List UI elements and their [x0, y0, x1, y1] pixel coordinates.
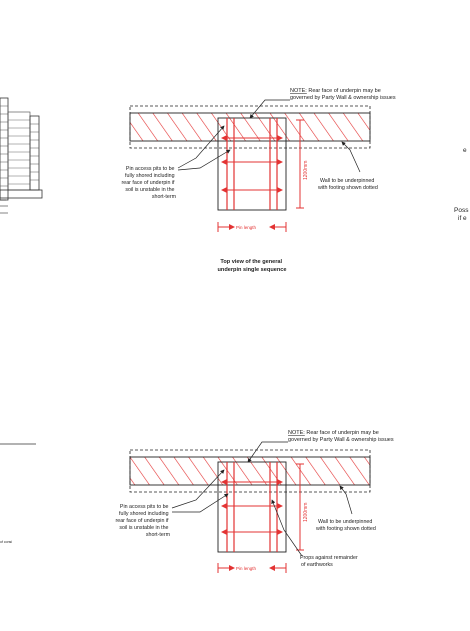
note-text: Rear face of underpin may be: [307, 88, 381, 94]
note-text-line2: governed by Party Wall & ownership issue…: [290, 95, 396, 101]
note-text: Rear face of underpin may be: [305, 430, 379, 436]
vertical-dimension: [296, 119, 304, 209]
note-label: NOTE:: [290, 88, 307, 94]
leader-lines: [177, 99, 361, 173]
pin-dimension-arrows: [221, 135, 283, 193]
props-note: Props against remainder of earthworks: [300, 555, 359, 568]
vertical-dimension-label: 1200mm: [303, 503, 309, 522]
vertical-dimension: [296, 463, 304, 551]
wall-underpin-note: Wall to be underpinned with footing show…: [318, 178, 378, 191]
bottom-diagram: 1200mm Pin length NOTE: Rear face of und…: [116, 430, 394, 573]
pin-length-dimension: [217, 563, 287, 573]
note-text-line2: governed by Party Wall & ownership issue…: [288, 437, 394, 443]
right-edge-if: if e: [458, 215, 467, 222]
pin-length-label: Pin length: [236, 566, 257, 571]
top-diagram: 1200mm Pin length NOTE: Rear face of und…: [122, 88, 396, 273]
diagram-caption: Top view of the general underpin single …: [217, 259, 286, 273]
wall-hatched: [129, 112, 371, 142]
pin-dimension-arrows: [221, 479, 283, 535]
left-elevation-fragment: of consi: [0, 97, 43, 544]
wall-underpin-note: Wall to be underpinned with footing show…: [316, 519, 376, 532]
pin-access-pit: [217, 461, 287, 553]
svg-text:NOTE: Rear face of underpin ma: NOTE: Rear face of underpin may be: [290, 88, 381, 94]
pin-length-dimension: [217, 222, 287, 232]
left-edge-note: of consi: [0, 540, 12, 544]
pit-shoring-note: Pin access pits to be fully shored inclu…: [122, 166, 177, 200]
right-edge-poss: Poss: [454, 207, 469, 214]
leader-lines: [171, 441, 353, 557]
pit-shoring-note: Pin access pits to be fully shored inclu…: [116, 504, 171, 538]
vertical-dimension-label: 1200mm: [303, 161, 309, 180]
right-edge-letter: e: [463, 147, 467, 154]
note-label: NOTE:: [288, 430, 305, 436]
svg-text:NOTE: Rear face of underpin ma: NOTE: Rear face of underpin may be: [288, 430, 379, 436]
pin-length-label: Pin length: [236, 225, 257, 230]
right-edge-fragment: e Poss if e: [454, 147, 469, 222]
wall-hatched: [129, 456, 371, 486]
